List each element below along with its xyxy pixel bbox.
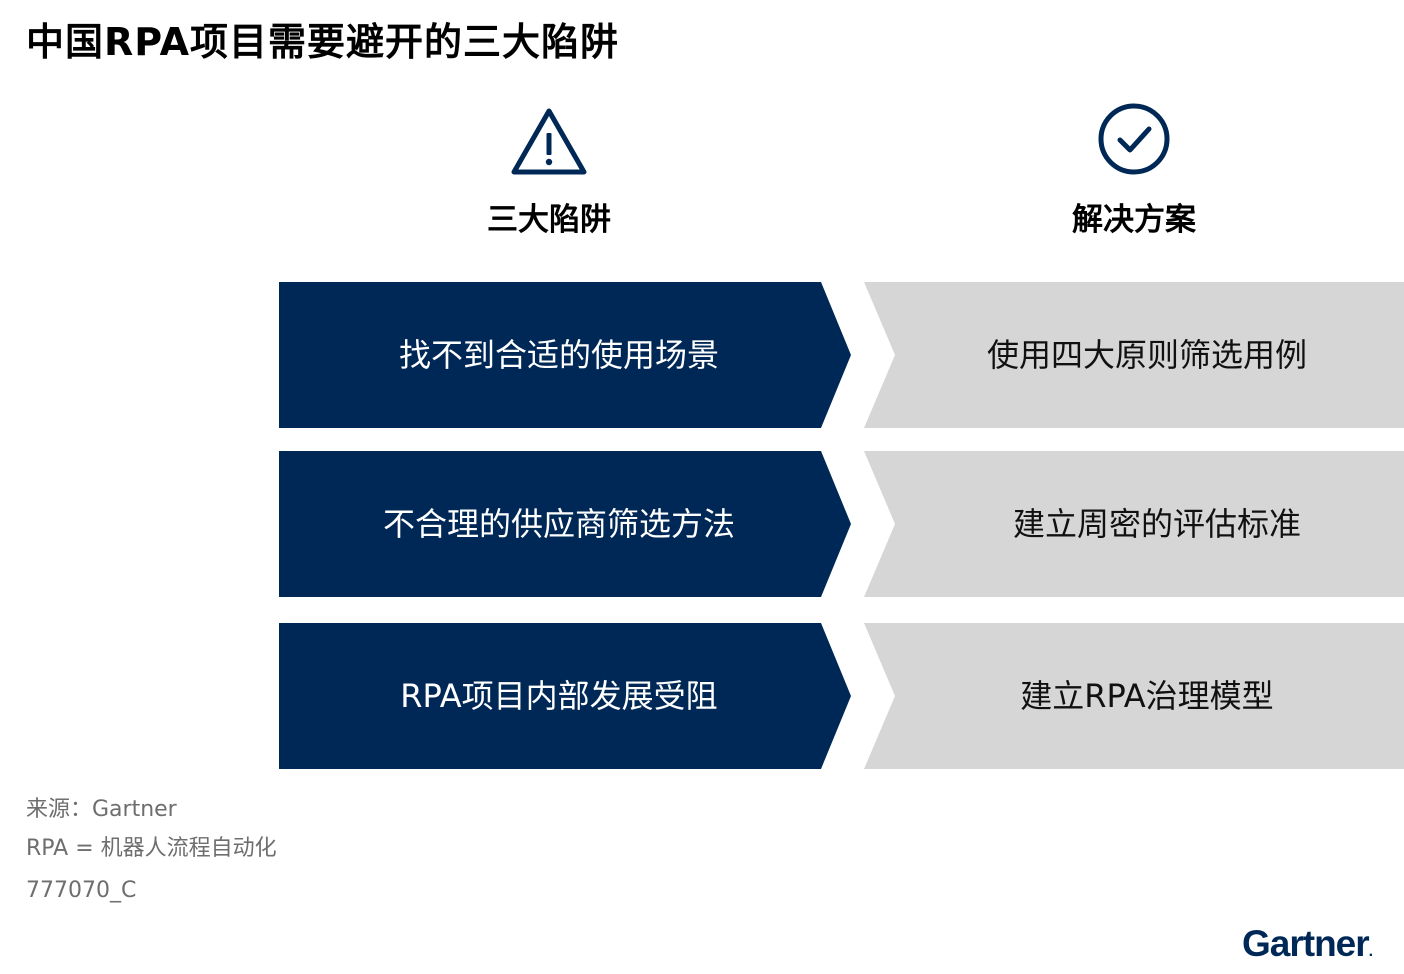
pitfall-arrow <box>279 282 851 428</box>
gartner-logo-dot: . <box>1368 943 1374 960</box>
abbreviation-note: RPA = 机器人流程自动化 <box>26 836 277 861</box>
solution-label: 建立RPA治理模型 <box>1020 677 1274 715</box>
solution-label: 使用四大原则筛选用例 <box>986 336 1307 374</box>
solution-chevron <box>864 451 1404 597</box>
gartner-logo-text: Gartner <box>1242 923 1370 964</box>
solution-chevron <box>864 282 1404 428</box>
pitfall-arrow <box>279 623 851 769</box>
source-note: 来源：Gartner <box>26 797 177 822</box>
solution-label: 建立周密的评估标准 <box>1012 505 1301 543</box>
pitfalls-heading: 三大陷阱 <box>487 202 611 238</box>
pitfall-arrow <box>279 451 851 597</box>
solutions-heading: 解决方案 <box>1072 202 1196 238</box>
solution-chevron <box>864 623 1404 769</box>
page-title: 中国RPA项目需要避开的三大陷阱 <box>26 20 620 64</box>
check-circle-icon <box>1098 103 1170 175</box>
pitfall-label: 不合理的供应商筛选方法 <box>382 505 735 543</box>
gartner-logo: Gartner. <box>1242 922 1373 974</box>
document-id: 777070_C <box>26 878 137 903</box>
warning-triangle-icon <box>511 108 587 175</box>
pitfall-label: 找不到合适的使用场景 <box>398 336 719 374</box>
pitfall-label: RPA项目内部发展受阻 <box>400 677 718 715</box>
